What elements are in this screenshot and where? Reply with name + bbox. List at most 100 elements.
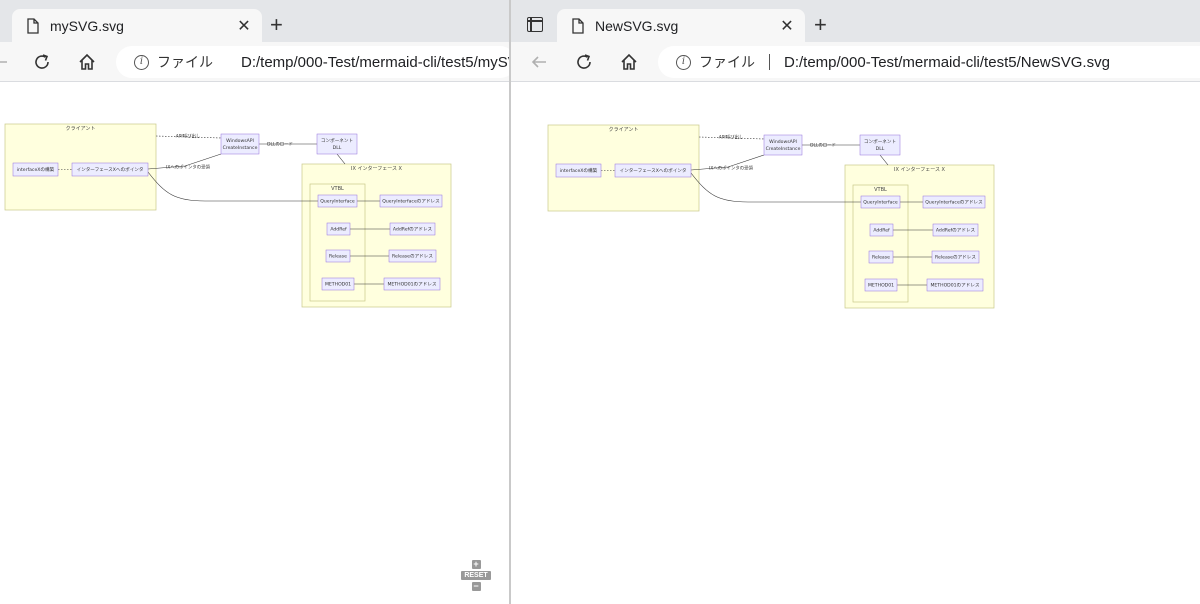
tab-strip: NewSVG.svg ✕ + bbox=[511, 0, 1200, 42]
diagram-group: クライアント IX インターフェース X VTBL API呼び出し DLLのロード IXへ… bbox=[4, 123, 452, 308]
zoom-in-button[interactable]: + bbox=[471, 559, 481, 569]
node-label: Releaseのアドレス bbox=[935, 255, 976, 261]
edge-label: DLLのロード bbox=[810, 143, 836, 149]
edge-line bbox=[155, 135, 222, 139]
edge-label: IXへのポインタの受領 bbox=[166, 164, 210, 171]
node-label: QueryInterface bbox=[320, 199, 355, 205]
node-label: METHOD01 bbox=[868, 283, 894, 289]
node-box bbox=[321, 277, 355, 291]
mermaid-diagram: クライアント IX インターフェース X VTBL API呼び出し DLLのロード IXへ… bbox=[4, 123, 452, 308]
home-icon[interactable] bbox=[75, 50, 99, 74]
page-content: クライアント IX インターフェース X VTBL API呼び出し DLLのロード IXへ… bbox=[0, 83, 510, 604]
node-label: interfaceXの構築 bbox=[17, 166, 55, 173]
node-box bbox=[864, 278, 898, 292]
tab-strip: mySVG.svg ✕ + bbox=[0, 0, 510, 42]
node-box bbox=[860, 195, 901, 209]
node-box bbox=[389, 222, 436, 236]
node-box bbox=[868, 250, 894, 264]
close-tab-icon[interactable]: ✕ bbox=[237, 17, 251, 35]
node-label: Release bbox=[329, 254, 347, 260]
edge-label: IXへのポインタの受領 bbox=[709, 165, 753, 172]
node-box bbox=[71, 162, 149, 177]
address-bar[interactable]: i ファイル D:/temp/000-Test/mermaid-cli/test… bbox=[658, 46, 1200, 78]
address-scheme-label: ファイル bbox=[699, 54, 755, 70]
node-box bbox=[931, 250, 980, 264]
node-label: interfaceXの構築 bbox=[560, 167, 598, 174]
right-browser-window: NewSVG.svg ✕ + i ファイル D:/temp/000-Test/m… bbox=[511, 0, 1200, 604]
toolbar: i ファイル D:/temp/000-Test/mermaid-cli/test… bbox=[0, 42, 510, 82]
node-label: コンポーネント bbox=[864, 138, 896, 145]
node-label: QueryInterfaceのアドレス bbox=[925, 200, 983, 206]
node-box bbox=[383, 277, 441, 291]
new-tab-button[interactable]: + bbox=[814, 12, 827, 37]
zoom-out-button[interactable]: − bbox=[471, 581, 481, 591]
tab-actions-icon[interactable] bbox=[527, 17, 543, 32]
node-label: Release bbox=[872, 255, 890, 261]
node-box bbox=[316, 133, 358, 155]
node-label: CreateInstance bbox=[766, 146, 801, 152]
node-label: DLL bbox=[333, 145, 342, 151]
svg-zoom-controls: + RESET − bbox=[461, 560, 491, 591]
node-box bbox=[926, 278, 984, 292]
node-box bbox=[869, 223, 894, 237]
close-tab-icon[interactable]: ✕ bbox=[780, 17, 794, 35]
tab-newsvg[interactable]: NewSVG.svg ✕ bbox=[557, 9, 805, 42]
node-label: Releaseのアドレス bbox=[392, 254, 433, 260]
address-separator bbox=[769, 54, 770, 70]
node-label: METHOD01のアドレス bbox=[930, 283, 980, 289]
left-browser-window: mySVG.svg ✕ + i ファイル D:/temp/000-Test/me… bbox=[0, 0, 510, 604]
node-label: AddRef bbox=[330, 227, 347, 233]
node-box bbox=[922, 195, 986, 209]
node-box bbox=[326, 222, 351, 236]
interface-cluster-label: IX インターフェース X bbox=[894, 166, 946, 173]
node-label: CreateInstance bbox=[223, 145, 258, 151]
node-label: QueryInterfaceのアドレス bbox=[382, 199, 440, 205]
info-icon[interactable]: i bbox=[134, 54, 149, 70]
back-arrow-icon[interactable] bbox=[527, 50, 551, 74]
refresh-icon[interactable] bbox=[572, 50, 596, 74]
node-label: インターフェースXへのポインタ bbox=[620, 167, 687, 174]
edge-line bbox=[690, 172, 861, 203]
toolbar: i ファイル D:/temp/000-Test/mermaid-cli/test… bbox=[511, 42, 1200, 82]
client-cluster-label: クライアント bbox=[66, 126, 96, 132]
new-tab-button[interactable]: + bbox=[270, 12, 283, 37]
node-box bbox=[388, 249, 437, 263]
edge-label: API呼び出し bbox=[176, 133, 201, 140]
node-label: METHOD01 bbox=[325, 282, 351, 288]
node-label: AddRefのアドレス bbox=[393, 227, 433, 233]
node-box bbox=[555, 163, 602, 178]
node-box bbox=[317, 194, 358, 208]
vtbl-cluster-label: VTBL bbox=[331, 186, 344, 192]
window-divider[interactable] bbox=[509, 0, 512, 604]
node-label: インターフェースXへのポインタ bbox=[77, 166, 144, 173]
node-label: WindowsAPI bbox=[769, 139, 797, 145]
edge-line bbox=[336, 153, 346, 165]
node-box bbox=[932, 223, 979, 237]
node-box bbox=[614, 163, 692, 178]
node-label: METHOD01のアドレス bbox=[387, 282, 437, 288]
home-icon[interactable] bbox=[617, 50, 641, 74]
back-arrow-icon[interactable] bbox=[0, 50, 12, 74]
refresh-icon[interactable] bbox=[30, 50, 54, 74]
node-label: WindowsAPI bbox=[226, 138, 254, 144]
page-icon bbox=[27, 17, 39, 34]
node-label: DLL bbox=[876, 146, 885, 152]
address-url[interactable]: D:/temp/000-Test/mermaid-cli/test5/NewSV… bbox=[784, 53, 1110, 71]
edge-label: DLLのロード bbox=[267, 142, 293, 148]
interface-cluster-label: IX インターフェース X bbox=[351, 165, 403, 172]
client-cluster-label: クライアント bbox=[609, 127, 639, 133]
edge-line bbox=[147, 171, 318, 202]
address-bar[interactable]: i ファイル D:/temp/000-Test/mermaid-cli/test… bbox=[116, 46, 510, 78]
zoom-reset-button[interactable]: RESET bbox=[461, 571, 491, 580]
address-url[interactable]: D:/temp/000-Test/mermaid-cli/test5/mySVG… bbox=[241, 53, 510, 71]
tab-mysvg[interactable]: mySVG.svg ✕ bbox=[12, 9, 262, 42]
address-scheme-label: ファイル bbox=[157, 54, 213, 70]
info-icon[interactable]: i bbox=[676, 54, 691, 70]
tab-title: NewSVG.svg bbox=[595, 17, 679, 34]
node-box bbox=[859, 134, 901, 156]
edge-label: API呼び出し bbox=[719, 134, 744, 141]
node-label: コンポーネント bbox=[321, 137, 353, 144]
edge-line bbox=[690, 154, 765, 171]
